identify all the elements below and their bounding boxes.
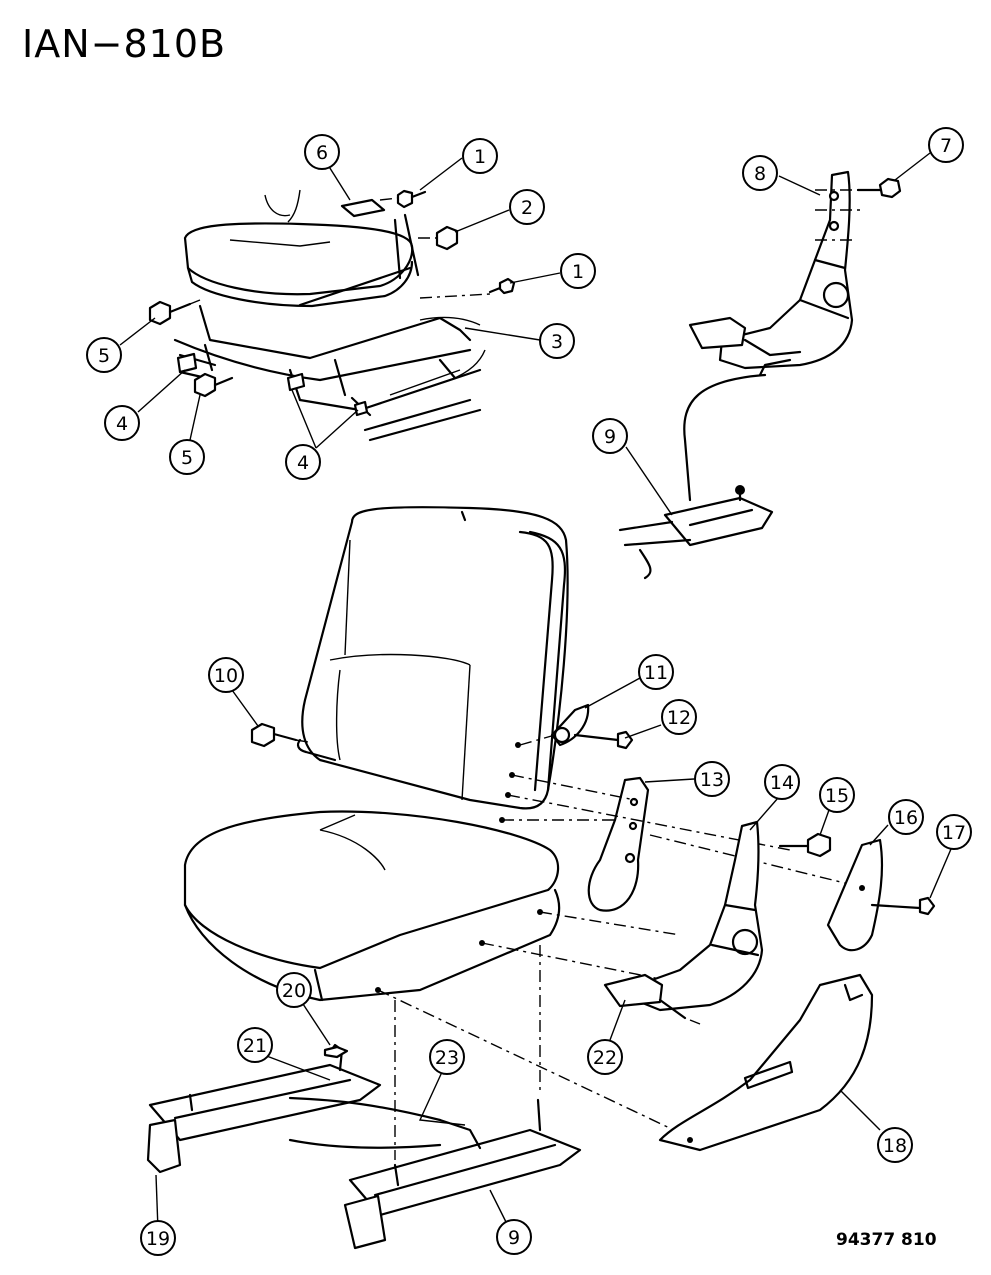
svg-text:15: 15 (825, 785, 849, 807)
callout-4-left: 4 (104, 405, 140, 441)
svg-text:1: 1 (572, 261, 584, 283)
callout-9-upper: 9 (592, 418, 628, 454)
callout-17: 17 (936, 814, 972, 850)
upper-recliner-assembly (683, 170, 902, 502)
callout-11: 11 (638, 654, 674, 690)
svg-text:19: 19 (146, 1228, 170, 1250)
svg-text:5: 5 (98, 345, 110, 367)
callout-14: 14 (764, 764, 800, 800)
svg-text:7: 7 (940, 135, 952, 157)
svg-text:10: 10 (214, 665, 238, 687)
svg-text:23: 23 (435, 1047, 459, 1069)
svg-text:21: 21 (243, 1035, 267, 1057)
svg-text:4: 4 (116, 413, 128, 435)
svg-text:1: 1 (474, 146, 486, 168)
callout-13: 13 (694, 761, 730, 797)
lower-recliner-assembly (603, 820, 936, 1025)
svg-text:8: 8 (754, 163, 766, 185)
side-hardware (250, 703, 650, 912)
reference-code: 94377 810 (836, 1230, 937, 1250)
svg-text:18: 18 (883, 1135, 907, 1157)
callout-6: 6 (304, 134, 340, 170)
callout-21: 21 (237, 1027, 273, 1063)
callout-22: 22 (587, 1039, 623, 1075)
svg-text:4: 4 (297, 452, 309, 474)
svg-text:12: 12 (667, 707, 691, 729)
callout-12: 12 (661, 699, 697, 735)
callout-18: 18 (877, 1127, 913, 1163)
callout-16: 16 (888, 799, 924, 835)
callout-2: 2 (509, 189, 545, 225)
callout-8: 8 (742, 155, 778, 191)
svg-text:17: 17 (942, 822, 966, 844)
svg-text:11: 11 (644, 662, 668, 684)
callout-9-lower: 9 (496, 1219, 532, 1255)
leader-lines (119, 152, 952, 1231)
outer-shield (658, 973, 874, 1152)
callout-20: 20 (276, 972, 312, 1008)
svg-text:16: 16 (894, 807, 918, 829)
seat-adjuster-tracks (146, 1043, 582, 1250)
lower-seat-cushion (183, 738, 561, 1002)
callout-5-lower: 5 (169, 439, 205, 475)
seatback (301, 506, 569, 810)
callout-19: 19 (140, 1220, 176, 1256)
callout-7: 7 (928, 127, 964, 163)
callout-23: 23 (429, 1039, 465, 1075)
diagram-title: IAN−810B (22, 22, 227, 66)
callout-5-upper: 5 (86, 337, 122, 373)
callout-15: 15 (819, 777, 855, 813)
svg-text:3: 3 (551, 331, 563, 353)
svg-text:20: 20 (282, 980, 306, 1002)
callout-3: 3 (539, 323, 575, 359)
callout-10: 10 (208, 657, 244, 693)
callout-4-center: 4 (285, 444, 321, 480)
svg-text:2: 2 (521, 197, 533, 219)
svg-text:9: 9 (508, 1227, 520, 1249)
svg-text:13: 13 (700, 769, 724, 791)
upper-track-assembly (618, 485, 774, 580)
callout-1-mid: 1 (560, 253, 596, 289)
svg-text:6: 6 (316, 142, 328, 164)
svg-text:5: 5 (181, 447, 193, 469)
callout-1-top: 1 (462, 138, 498, 174)
upper-cushion-assembly (148, 189, 516, 442)
svg-text:9: 9 (604, 426, 616, 448)
svg-text:22: 22 (593, 1047, 617, 1069)
svg-text:14: 14 (770, 772, 794, 794)
